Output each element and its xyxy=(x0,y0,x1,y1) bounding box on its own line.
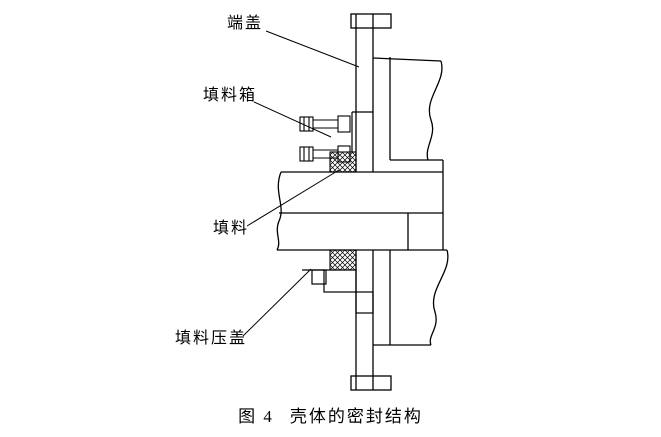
figure-caption: 图 4 壳体的密封结构 xyxy=(0,402,661,427)
label-packing: 填料 xyxy=(213,220,250,237)
stuffing-box xyxy=(351,111,373,152)
figure-title: 壳体的密封结构 xyxy=(289,407,423,426)
leader-end-cover xyxy=(265,30,360,68)
leader-lines xyxy=(242,30,360,337)
label-end-cover: 端盖 xyxy=(227,15,264,32)
label-packing-gland: 填料压盖 xyxy=(175,330,248,347)
end-cover-plate xyxy=(350,13,392,391)
leader-gland xyxy=(242,268,312,337)
shaft xyxy=(276,171,447,251)
label-stuffing-box: 填料箱 xyxy=(203,87,258,104)
stud-bolts xyxy=(299,115,351,163)
figure-number: 图 4 xyxy=(238,407,274,426)
packing-rings xyxy=(329,151,357,271)
leader-packing xyxy=(246,169,340,227)
packing-gland xyxy=(302,269,374,314)
housing-wall xyxy=(372,57,449,346)
leader-stuffing-box xyxy=(253,101,332,138)
